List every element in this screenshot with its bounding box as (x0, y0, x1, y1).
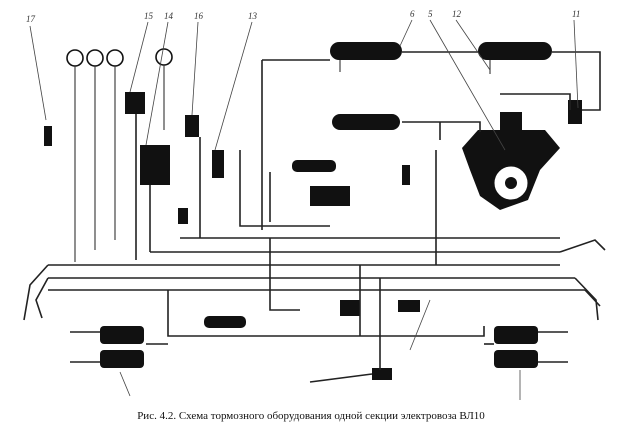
brake-cylinders-right (494, 326, 568, 368)
compressor (462, 112, 560, 210)
callout-12: 12 (452, 9, 462, 19)
brake-cylinders-left (70, 326, 144, 368)
figure-caption: Рис. 4.2. Схема тормозного оборудования … (137, 410, 485, 422)
callout-15: 15 (144, 11, 154, 21)
pipework (23, 51, 606, 383)
callout-14: 14 (164, 11, 174, 21)
callout-6: 6 (410, 9, 415, 19)
callout-leaders (29, 19, 579, 400)
drivers-brake-valve (44, 92, 224, 224)
callout-numbers: 17 15 14 16 13 6 5 12 11 (26, 9, 580, 24)
callout-13: 13 (248, 11, 258, 21)
callout-11: 11 (572, 9, 580, 19)
center-equipment (204, 100, 582, 380)
main-reservoir-upper-right (478, 42, 552, 74)
callout-17: 17 (26, 14, 36, 24)
callout-5: 5 (428, 9, 433, 19)
main-reservoir-upper-left (330, 42, 402, 72)
main-reservoir-middle (332, 114, 400, 130)
callout-16: 16 (194, 11, 204, 21)
pressure-gauges (66, 48, 173, 262)
